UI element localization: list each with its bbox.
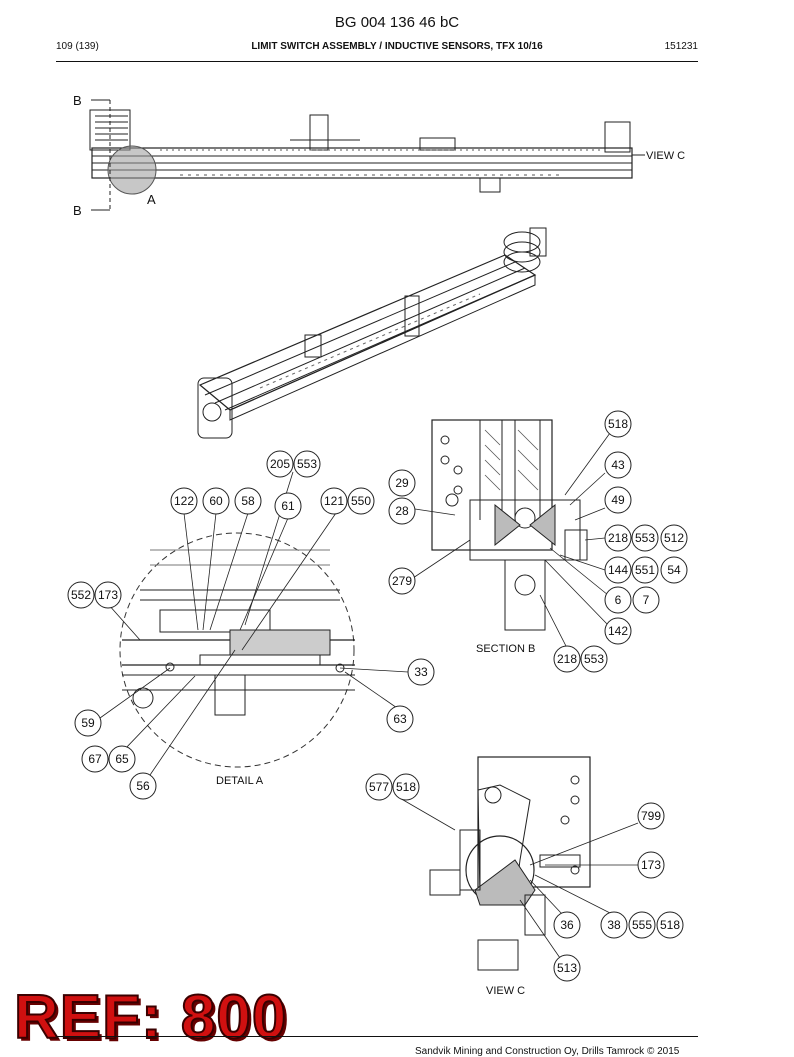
header-rule — [56, 61, 698, 62]
detail-mark-a: A — [147, 192, 156, 207]
view-c-view — [429, 756, 591, 971]
callout-799: 799 — [641, 809, 661, 823]
page-title: LIMIT SWITCH ASSEMBLY / INDUCTIVE SENSOR… — [251, 41, 543, 52]
footer-rule — [56, 1036, 698, 1037]
view-c-label: VIEW C — [486, 985, 525, 997]
callout-29: 29 — [395, 476, 409, 490]
callout-550: 550 — [351, 494, 371, 508]
document-id: BG 004 136 46 bC — [334, 14, 460, 31]
callout-173: 173 — [641, 858, 661, 872]
callout-552: 552 — [71, 588, 91, 602]
callout-58: 58 — [241, 494, 255, 508]
callout-67: 67 — [88, 752, 102, 766]
section-b-view — [431, 419, 588, 631]
page-number: 109 (139) — [56, 41, 99, 52]
callout-205: 205 — [270, 457, 290, 471]
boom-side-view — [89, 99, 645, 211]
callout-6: 6 — [615, 593, 622, 607]
detail-a-label: DETAIL A — [216, 775, 264, 787]
callout-36: 36 — [560, 918, 574, 932]
callout-279: 279 — [392, 574, 412, 588]
callout-513: 513 — [557, 961, 577, 975]
detail-a-view — [119, 532, 355, 768]
callout-551: 551 — [635, 563, 655, 577]
callout-144: 144 — [608, 563, 628, 577]
callout-63: 63 — [393, 712, 407, 726]
view-c-pointer-label: VIEW C — [646, 150, 685, 162]
reference-watermark: REF: 800 — [13, 982, 288, 1053]
callout-553: 553 — [297, 457, 317, 471]
section-mark-b-bottom: B — [73, 203, 82, 218]
callout-577: 577 — [369, 780, 389, 794]
callout-49: 49 — [611, 493, 625, 507]
callout-518: 518 — [608, 417, 628, 431]
callout-43: 43 — [611, 458, 625, 472]
callout-122: 122 — [174, 494, 194, 508]
callout-518: 518 — [660, 918, 680, 932]
section-b-label: SECTION B — [476, 643, 535, 655]
footer-copyright: Sandvik Mining and Construction Oy, Dril… — [415, 1046, 680, 1057]
callout-59: 59 — [81, 716, 95, 730]
callout-38: 38 — [607, 918, 621, 932]
boom-isometric-view — [197, 227, 547, 439]
callout-518: 518 — [396, 780, 416, 794]
callout-512: 512 — [664, 531, 684, 545]
callout-173: 173 — [98, 588, 118, 602]
callout-28: 28 — [395, 504, 409, 518]
callout-56: 56 — [136, 779, 150, 793]
callout-218: 218 — [608, 531, 628, 545]
callout-553: 553 — [635, 531, 655, 545]
callout-balloons — [67, 410, 688, 982]
callout-553: 553 — [584, 652, 604, 666]
document-code: 151231 — [664, 41, 698, 52]
callout-7: 7 — [643, 593, 650, 607]
callout-61: 61 — [281, 499, 295, 513]
callout-218: 218 — [557, 652, 577, 666]
callout-555: 555 — [632, 918, 652, 932]
callout-54: 54 — [667, 563, 681, 577]
section-mark-b-top: B — [73, 93, 82, 108]
callout-33: 33 — [414, 665, 428, 679]
callout-121: 121 — [324, 494, 344, 508]
callout-65: 65 — [115, 752, 129, 766]
callout-60: 60 — [209, 494, 223, 508]
callout-142: 142 — [608, 624, 628, 638]
